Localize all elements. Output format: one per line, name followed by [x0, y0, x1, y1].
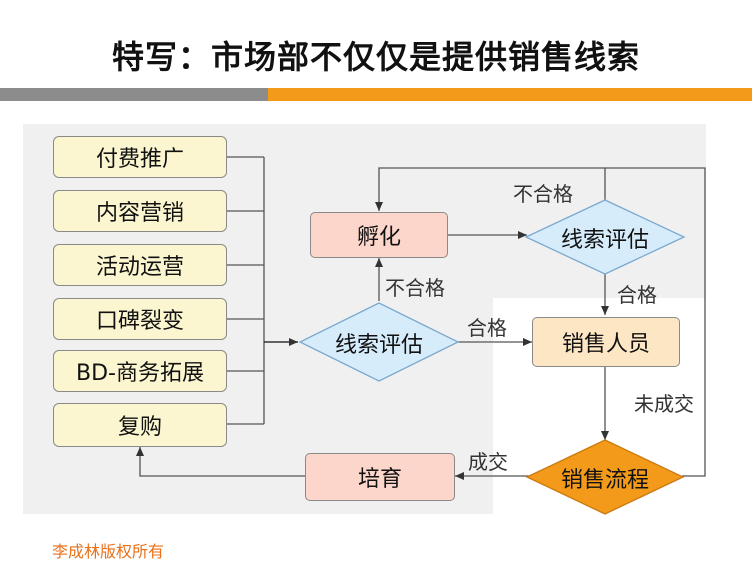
copyright-footer: 李成林版权所有 [52, 542, 165, 561]
label-qualified-right: 合格 [617, 283, 657, 307]
page-title: 特写：市场部不仅仅是提供销售线索 [111, 38, 640, 76]
diamond-evaluate-second [524, 199, 686, 275]
arrow-not-closed-loop [605, 167, 706, 477]
node-sales-process-label: 销售流程 [560, 468, 650, 493]
source-bd-expansion: BD-商务拓展 [53, 350, 227, 392]
node-sales-person: 销售人员 [532, 317, 680, 367]
node-incubate: 孵化 [310, 212, 448, 258]
diamond-sales-process [525, 439, 685, 515]
source-paid-promotion: 付费推广 [53, 136, 227, 178]
label-closed: 成交 [468, 450, 508, 474]
source-repurchase: 复购 [53, 403, 227, 447]
source-event-operations: 活动运营 [53, 244, 227, 286]
title-divider-orange [268, 88, 752, 101]
arrow-nurture-to-repurchase [136, 447, 305, 477]
source-content-marketing: 内容营销 [53, 190, 227, 232]
node-nurture: 培育 [305, 453, 455, 501]
arrow-evaluate2-loop [375, 167, 606, 211]
label-qualified-mid: 合格 [467, 316, 507, 340]
label-unqualified-top: 不合格 [513, 182, 573, 206]
title-divider-gray [0, 88, 268, 101]
label-not-closed: 未成交 [634, 392, 694, 416]
label-unqualified-mid: 不合格 [385, 276, 445, 300]
source-connectors [227, 156, 265, 425]
source-word-of-mouth: 口碑裂变 [53, 298, 227, 340]
diamond-evaluate-main [298, 302, 460, 382]
node-evaluate-second-label: 线索评估 [560, 228, 650, 253]
node-evaluate-main-label: 线索评估 [334, 333, 424, 358]
